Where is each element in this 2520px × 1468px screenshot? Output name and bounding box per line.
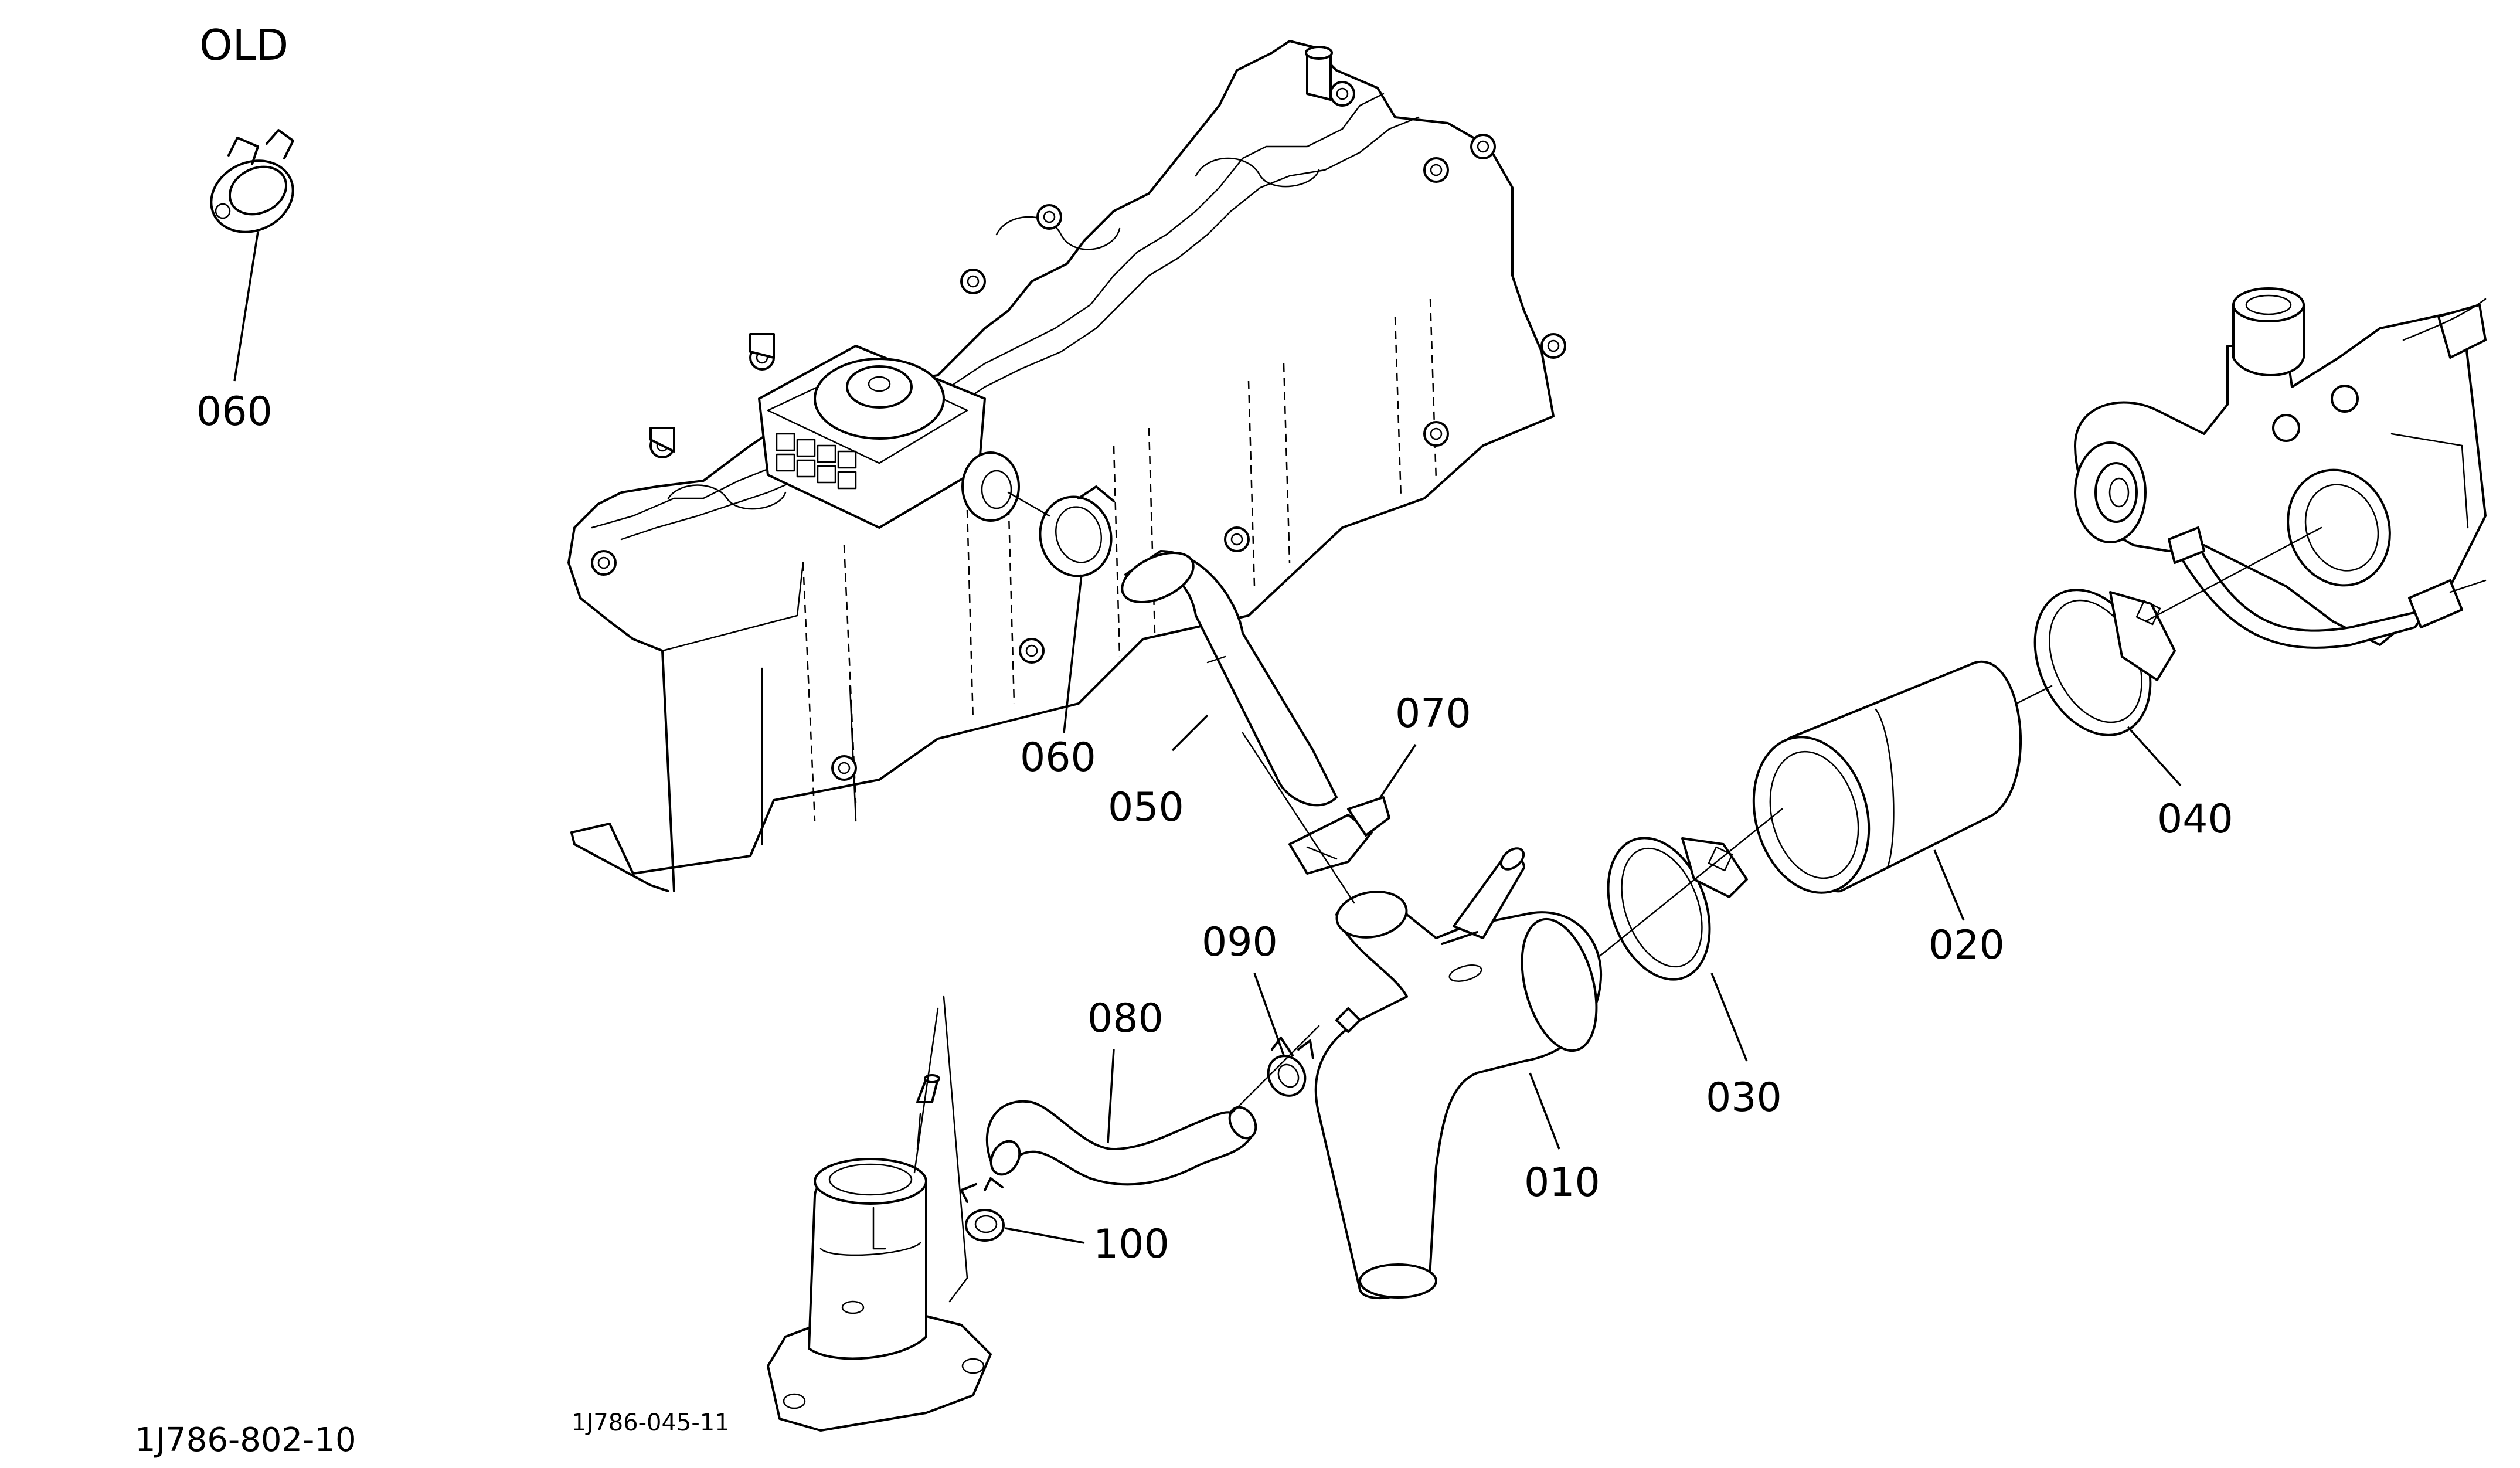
- leader-080: [1107, 1049, 1115, 1144]
- hose-080: [985, 1025, 1320, 1186]
- leader-030: [1710, 973, 1748, 1062]
- callout-040: 040: [2157, 796, 2233, 842]
- alignment-line-050: [1242, 732, 1355, 904]
- callout-080: 080: [1087, 995, 1164, 1042]
- callout-050: 050: [1108, 784, 1184, 831]
- leader-090: [1253, 973, 1285, 1056]
- callout-030: 030: [1706, 1075, 1782, 1121]
- turbocharger: [2074, 287, 2487, 646]
- leader-040: [2127, 726, 2182, 787]
- leader-010: [1529, 1072, 1560, 1150]
- leader-060-old: [233, 231, 259, 382]
- callout-070: 070: [1395, 691, 1471, 737]
- clamp-090: [1267, 1037, 1314, 1097]
- callout-090: 090: [1202, 919, 1278, 966]
- leader-070: [1379, 744, 1417, 798]
- hose-050: [1121, 550, 1338, 807]
- callout-100: 100: [1093, 1221, 1169, 1267]
- clamp-030: [1607, 837, 1748, 981]
- thermostat-housing: [767, 1074, 992, 1432]
- engine-cylinder-head: [567, 40, 1566, 892]
- clamp-040: [2033, 589, 2176, 736]
- alignment-line-turbo: [2144, 526, 2322, 623]
- hose-020: [1752, 660, 2022, 894]
- clamp-070: [1288, 796, 1390, 875]
- thermostat-bracket-line: [943, 995, 968, 1303]
- leader-060: [1063, 574, 1083, 733]
- thermostat-axis-line: [913, 1007, 939, 1174]
- leader-020: [1933, 849, 1965, 921]
- alignment-line-main: [1599, 808, 1783, 957]
- callout-010: 010: [1524, 1160, 1600, 1206]
- callout-060-old: 060: [196, 389, 273, 435]
- old-label: OLD: [199, 21, 288, 70]
- alignment-line-020: [2015, 685, 2053, 705]
- leader-050: [1171, 714, 1209, 752]
- old-clamp-060: [210, 129, 294, 233]
- sub-figure-code: 1J786-045-11: [572, 1409, 730, 1436]
- pipe-010: [1314, 847, 1603, 1299]
- leader-100: [1005, 1227, 1085, 1244]
- clamp-060: [1039, 485, 1115, 577]
- figure-code: 1J786-802-10: [135, 1421, 356, 1459]
- alignment-line-breather: [1007, 491, 1050, 517]
- callout-020: 020: [1929, 922, 2005, 969]
- turbo-oil-line: [2168, 526, 2487, 649]
- clamp-100: [960, 1177, 1005, 1242]
- callout-060: 060: [1020, 735, 1096, 781]
